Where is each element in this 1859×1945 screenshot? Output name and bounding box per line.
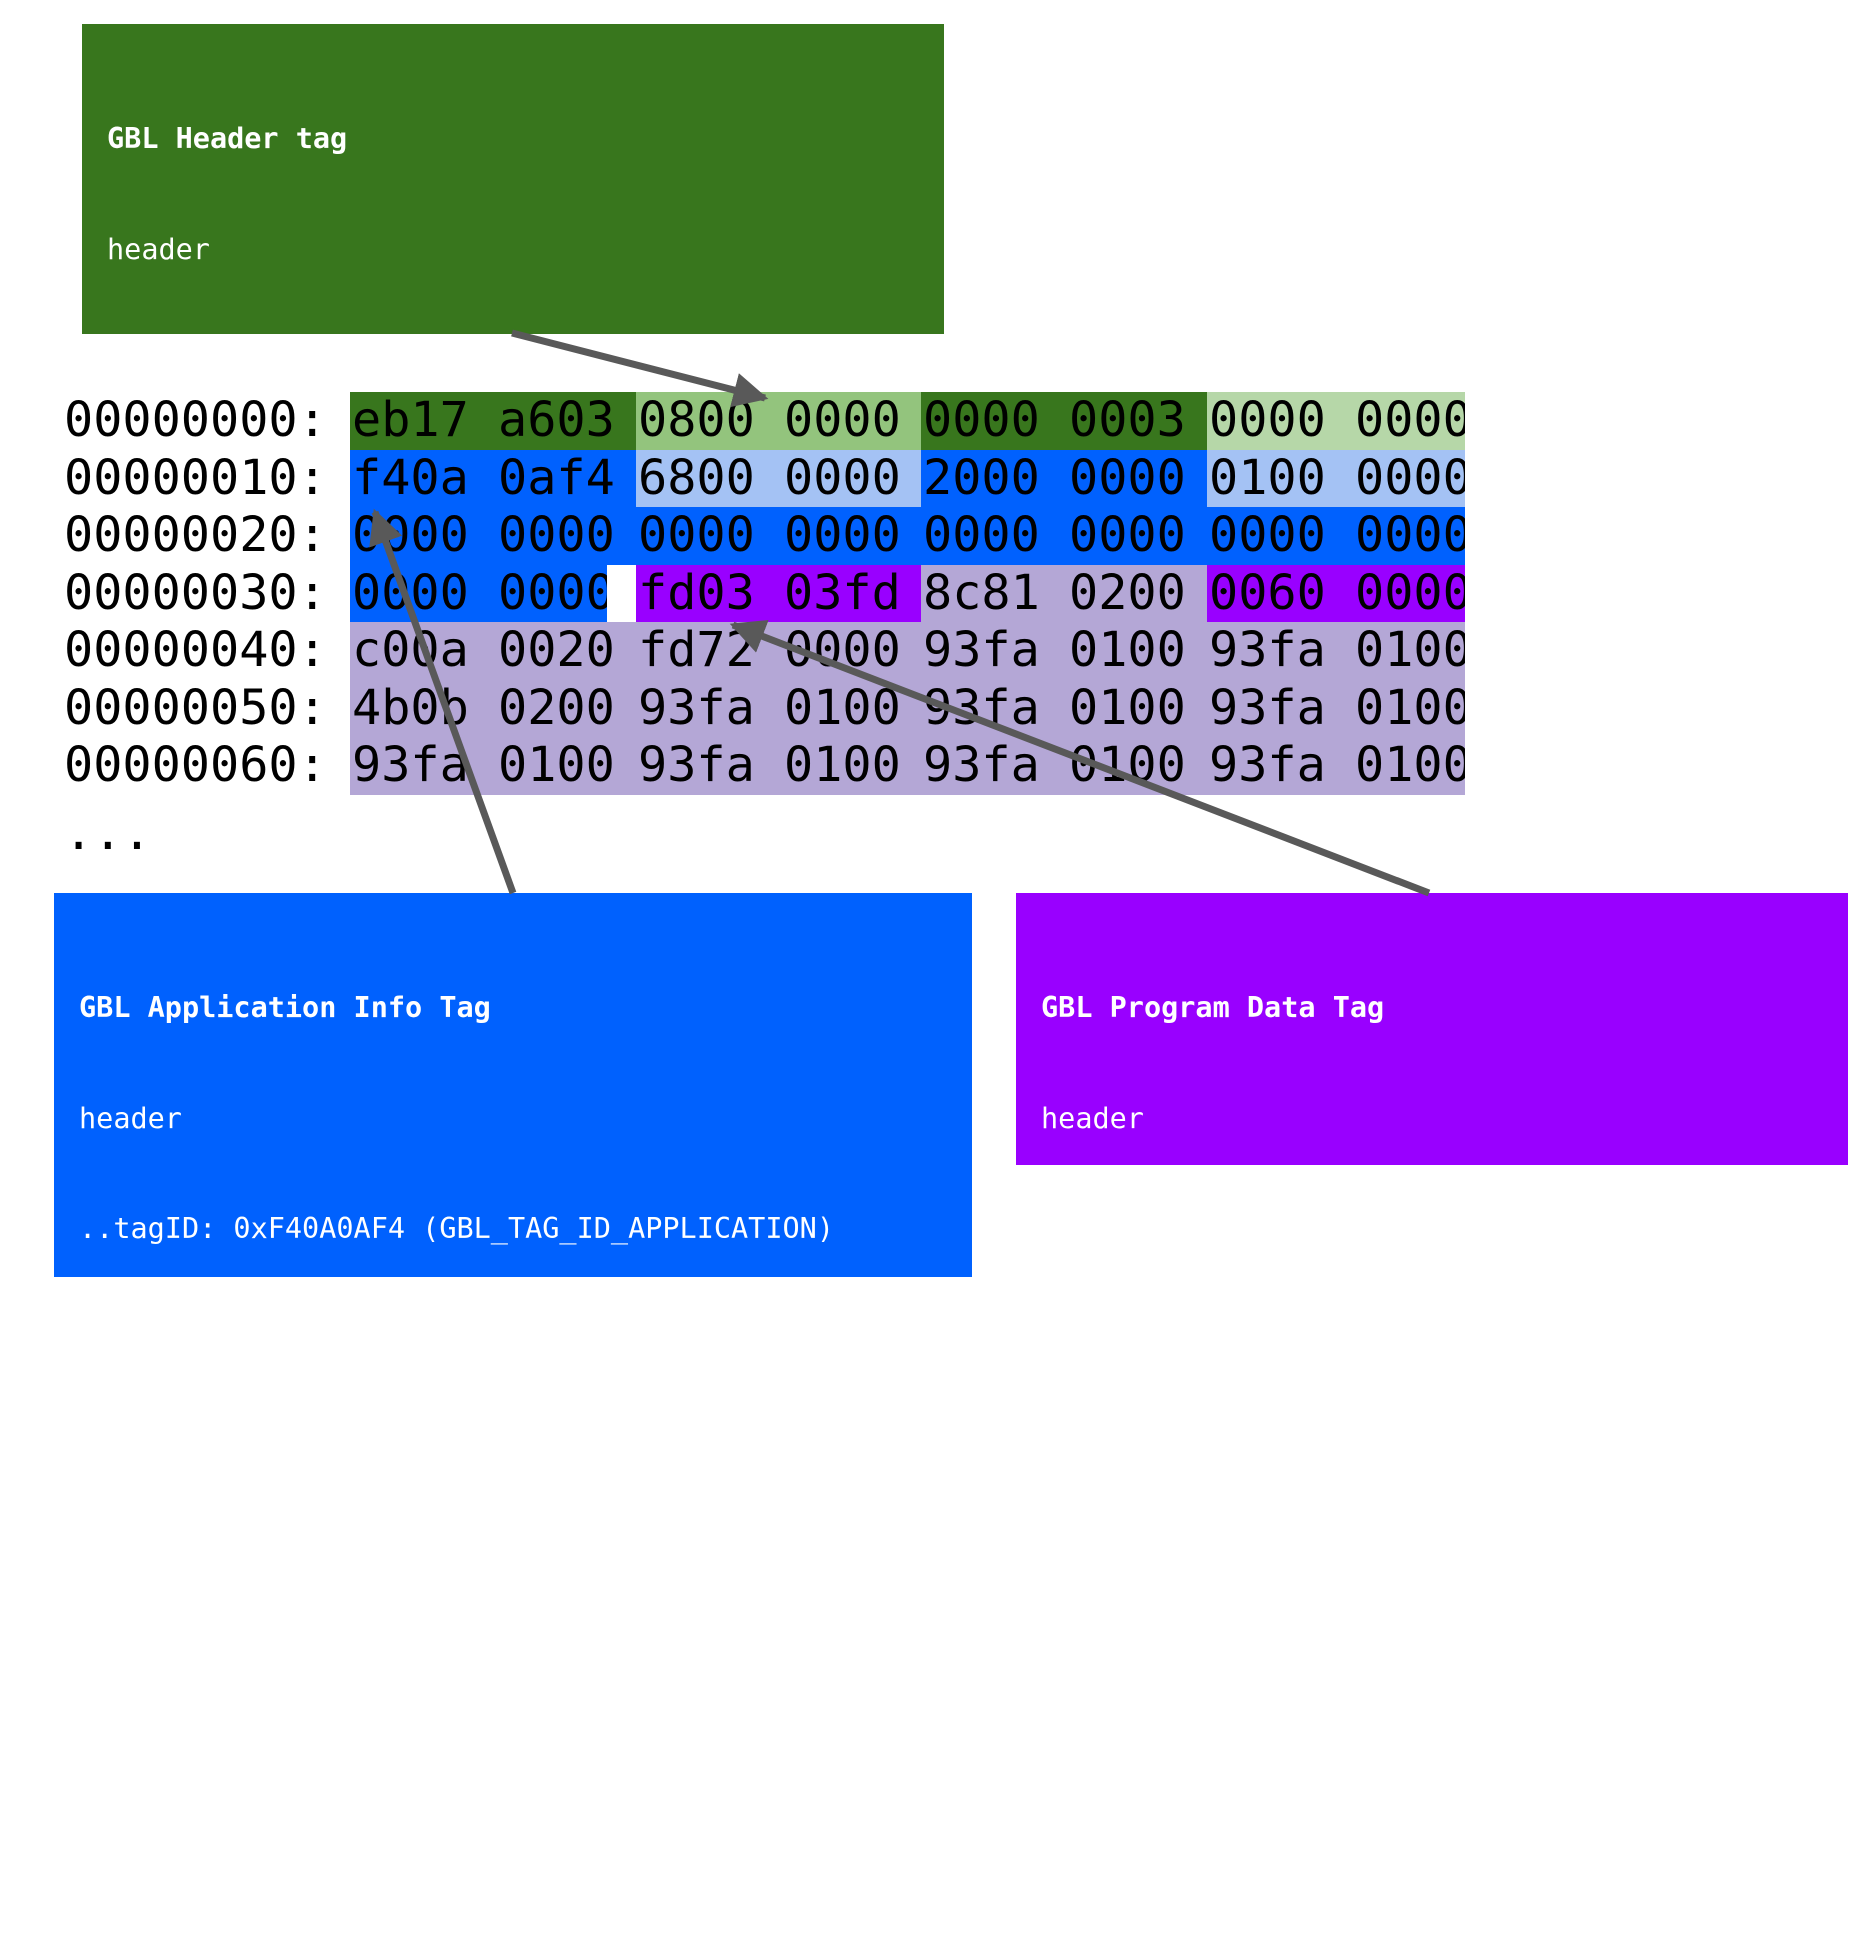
hexdump-word: 93fa 0100 — [1207, 679, 1465, 737]
app-box-line: ..length: 0x68 — [79, 1321, 320, 1355]
hexdump-address: 00000050: — [64, 679, 327, 736]
gbl-application-info-tag-box: GBL Application Info Tag header ..tagID:… — [54, 893, 972, 1905]
header-box-line: ..tagID..: 0x03A617EB (GBL_TAG_ID_HEADER… — [107, 342, 862, 376]
hexdump-address: 00000010: — [64, 449, 327, 506]
hexdump-word: 6800 0000 — [636, 449, 921, 507]
gbl-header-tag-box: GBL Header tag header ..tagID..: 0x03A61… — [82, 24, 944, 816]
hexdump-word: 93fa 0100 — [921, 622, 1207, 680]
app-box-line: ..capabilities: 0 — [79, 1762, 371, 1796]
app-box-line: ..type: 0x20 (APPLICATION_TYPE_BLUETOOTH… — [79, 1541, 852, 1575]
prog-box-line: ..length: 0x2818C — [1041, 1321, 1333, 1355]
hexdump-word: 8c81 0200 — [921, 564, 1207, 622]
hexdump-word: fd72 0000 — [636, 622, 921, 680]
prog-box-line: header — [1041, 1101, 1144, 1135]
hexdump-word: 93fa 0100 — [350, 737, 636, 795]
hexdump-word: 0000 0000 — [921, 507, 1207, 565]
hexdump-word: 0800 0000 — [636, 392, 921, 450]
prog-box-title: GBL Program Data Tag — [1041, 991, 1385, 1025]
hexdump-word: eb17 a603 — [350, 392, 636, 450]
hexdump-word: 0000 0003 — [921, 392, 1207, 450]
app-box-line: appInfo: — [79, 1431, 217, 1465]
hexdump-ellipsis: ... — [64, 805, 152, 861]
hexdump-word: 93fa 0100 — [636, 737, 921, 795]
header-box-title: GBL Header tag — [107, 122, 348, 156]
app-box-line: ..tagID: 0xF40A0AF4 (GBL_TAG_ID_APPLICAT… — [79, 1211, 834, 1245]
hexdump-address: 00000060: — [64, 737, 327, 793]
hexdump-address: 00000000: — [64, 392, 327, 448]
hexdump-word: 0060 0000 — [1207, 564, 1465, 622]
app-box-line: ..productId: 000000000000000000000000000… — [79, 1872, 852, 1906]
hexdump-word: 0000 0000 — [1207, 507, 1465, 565]
hexdump-word: 2000 0000 — [921, 449, 1207, 507]
hexdump-word: 4b0b 0200 — [350, 679, 636, 737]
hexdump-word: 0000 0000 — [350, 507, 636, 565]
hexdump-address: 00000020: — [64, 507, 327, 563]
header-box-line: ..length.: 0x8 — [107, 452, 348, 486]
hexdump-word: 93fa 0100 — [1207, 737, 1465, 795]
hexdump-word: 0000 0000 — [1207, 392, 1465, 450]
prog-box-line: flashStartAddress: 0x6000 — [1041, 1431, 1470, 1465]
hexdump-word: 0000 0000 — [636, 507, 921, 565]
hexdump-word: 93fa 0100 — [636, 679, 921, 737]
hexdump-address: 00000040: — [64, 622, 327, 678]
hexdump-word: 0000 0000 — [350, 564, 607, 622]
hexdump-word: c00a 0020 — [350, 622, 636, 680]
prog-box-line: data: C00A0020 ... AD620000 — [1041, 1541, 1505, 1575]
app-box-line: header — [79, 1101, 182, 1135]
hexdump-address: 00000030: — [64, 564, 327, 621]
hexdump-word: 93fa 0100 — [1207, 622, 1465, 680]
header-box-line: header — [107, 232, 210, 266]
gbl-program-data-tag-box: GBL Program Data Tag header ..tagID: 0xF… — [1016, 893, 1848, 1575]
app-box-title: GBL Application Info Tag — [79, 991, 491, 1025]
hexdump-word: f40a 0af4 — [350, 449, 636, 507]
hexdump-word: 93fa 0100 — [921, 679, 1207, 737]
app-box-line: ..version: 1 — [79, 1652, 285, 1686]
hexdump-word: fd03 03fd — [636, 564, 921, 622]
hexdump-word: 0100 0000 — [1207, 449, 1465, 507]
prog-box-line: ..tagID: 0xFD0303FD (GBL_TAG_ID_ERASEPRO… — [1041, 1211, 1762, 1245]
hexdump-word: 93fa 0100 — [921, 737, 1207, 795]
